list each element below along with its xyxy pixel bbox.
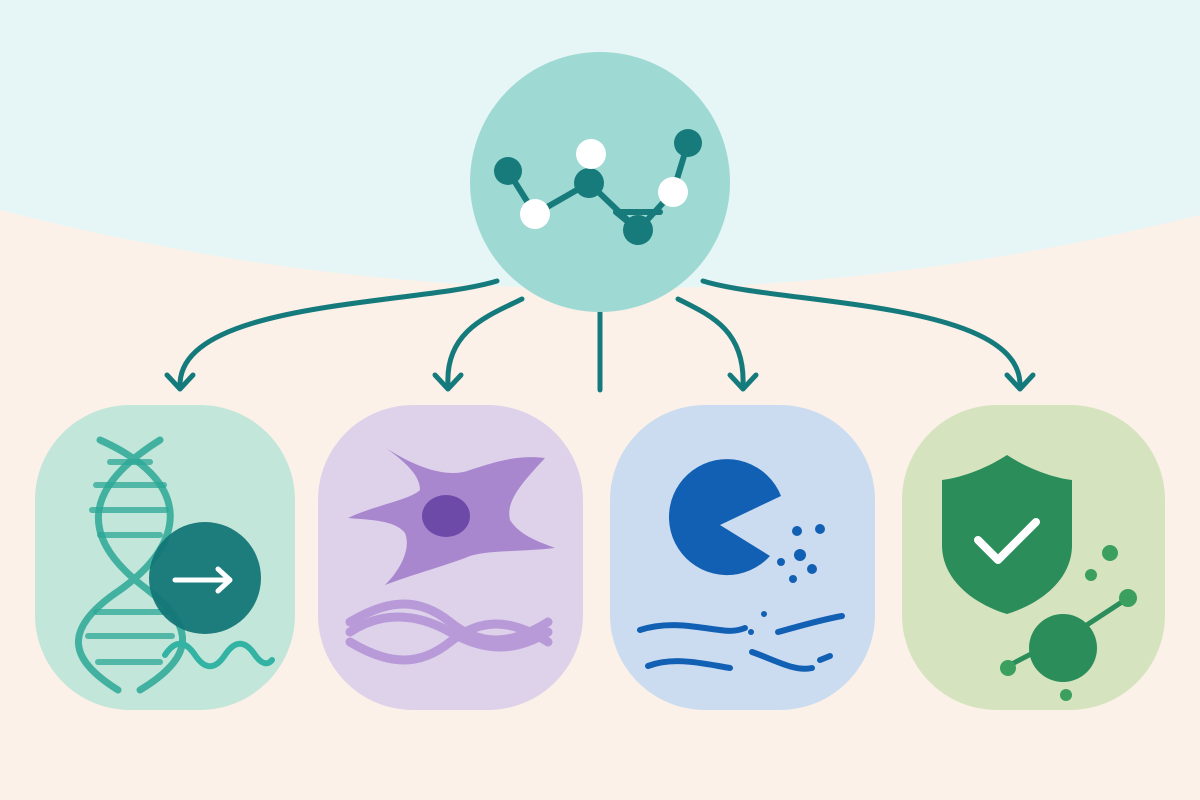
arrowhead-panel-1 <box>164 372 196 392</box>
arrow-to-panel-4 <box>700 278 1023 388</box>
shield-checkmark-protection-icon <box>942 455 1137 701</box>
fiber-strands-icon <box>345 599 553 665</box>
connector-arrows <box>164 278 1036 393</box>
wave-icon <box>162 640 275 670</box>
panel-cell-matrix <box>318 405 583 710</box>
arrow-to-panel-1 <box>177 278 500 388</box>
panel-enzyme-degradation <box>610 405 875 710</box>
cell-nucleus-icon <box>422 495 470 537</box>
fragment-dots-icon <box>748 524 825 635</box>
checkmark-icon <box>974 518 1040 564</box>
shield-icon <box>942 455 1072 614</box>
arrow-to-panel-2 <box>445 296 525 388</box>
hub-molecule <box>470 52 730 312</box>
particle-molecule-icon <box>1000 545 1137 701</box>
arrow-to-panel-3 <box>675 296 746 388</box>
pacman-enzyme-icon <box>668 459 781 576</box>
panel-gene-expression <box>35 405 295 710</box>
broken-strands-icon <box>637 613 845 672</box>
arrowhead-panel-3 <box>727 372 759 392</box>
panel-protection <box>902 405 1165 710</box>
arrow-right-icon <box>172 566 233 594</box>
arrowhead-panel-4 <box>1004 372 1036 392</box>
enzyme-degradation-icon <box>637 459 845 672</box>
molecule-icon <box>494 129 702 245</box>
cell-extracellular-matrix-icon <box>345 448 555 665</box>
dna-gene-expression-icon <box>75 436 275 694</box>
arrowhead-panel-2 <box>432 372 464 392</box>
